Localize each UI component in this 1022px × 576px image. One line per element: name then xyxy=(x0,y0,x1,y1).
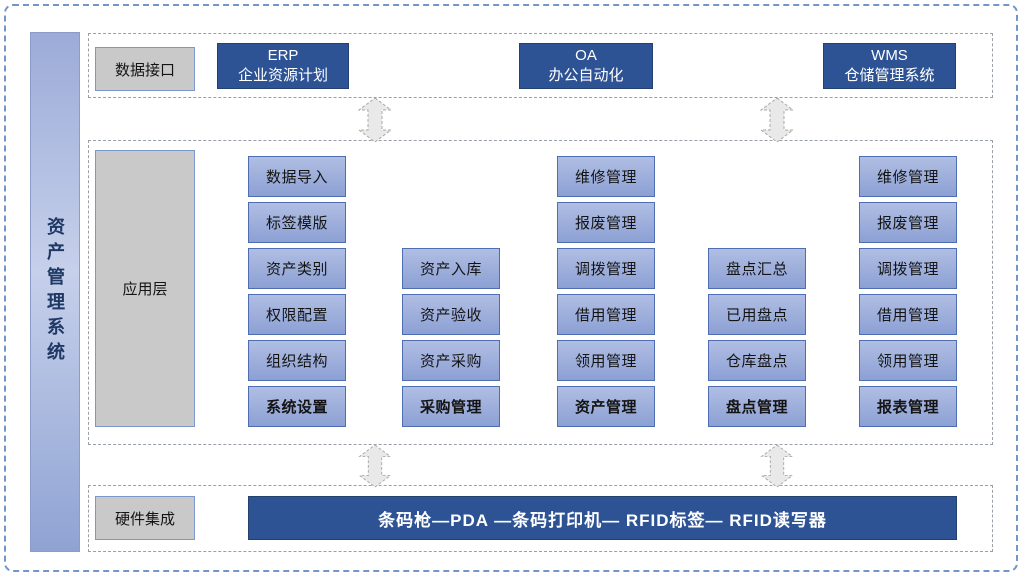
app-module: 资产采购 xyxy=(402,340,500,381)
system-title: 资产管理系统 xyxy=(45,217,65,367)
app-module: 借用管理 xyxy=(859,294,957,335)
data-interface-section xyxy=(88,33,993,98)
app-module: 领用管理 xyxy=(859,340,957,381)
app-module: 调拨管理 xyxy=(859,248,957,289)
system-name: 办公自动化 xyxy=(548,67,624,84)
app-module: 维修管理 xyxy=(557,156,655,197)
sync-arrow-icon xyxy=(758,97,796,143)
system-title-bar: 资产管理系统 xyxy=(30,32,80,552)
app-module: 仓库盘点 xyxy=(708,340,806,381)
system-erp-box: ERP 企业资源计划 xyxy=(217,43,349,89)
app-module: 资产入库 xyxy=(402,248,500,289)
app-module-summary: 报表管理 xyxy=(859,386,957,427)
system-name: 仓储管理系统 xyxy=(844,67,935,84)
app-module: 组织结构 xyxy=(248,340,346,381)
app-module: 盘点汇总 xyxy=(708,248,806,289)
sync-arrow-icon xyxy=(356,97,394,143)
system-abbr: WMS xyxy=(871,47,908,64)
application-layer-label: 应用层 xyxy=(95,150,195,427)
hardware-label: 硬件集成 xyxy=(95,496,195,540)
app-module: 报废管理 xyxy=(859,202,957,243)
app-module-summary: 资产管理 xyxy=(557,386,655,427)
system-abbr: OA xyxy=(575,47,597,64)
app-module: 数据导入 xyxy=(248,156,346,197)
data-interface-label: 数据接口 xyxy=(95,47,195,91)
system-wms-box: WMS 仓储管理系统 xyxy=(823,43,956,89)
sync-arrow-icon xyxy=(356,444,394,488)
app-module: 借用管理 xyxy=(557,294,655,335)
system-abbr: ERP xyxy=(267,47,299,64)
application-layer-section xyxy=(88,140,993,445)
hardware-section xyxy=(88,485,993,552)
hardware-devices-bar: 条码枪—PDA —条码打印机— RFID标签— RFID读写器 xyxy=(248,496,957,540)
app-module-summary: 采购管理 xyxy=(402,386,500,427)
app-module: 标签模版 xyxy=(248,202,346,243)
system-name: 企业资源计划 xyxy=(237,67,328,84)
app-module-summary: 系统设置 xyxy=(248,386,346,427)
app-module: 领用管理 xyxy=(557,340,655,381)
app-module: 权限配置 xyxy=(248,294,346,335)
app-module: 资产验收 xyxy=(402,294,500,335)
app-module: 调拨管理 xyxy=(557,248,655,289)
sync-arrow-icon xyxy=(758,444,796,488)
app-module: 资产类别 xyxy=(248,248,346,289)
app-module: 报废管理 xyxy=(557,202,655,243)
system-oa-box: OA 办公自动化 xyxy=(519,43,653,89)
app-module: 已用盘点 xyxy=(708,294,806,335)
app-module: 维修管理 xyxy=(859,156,957,197)
app-module-summary: 盘点管理 xyxy=(708,386,806,427)
